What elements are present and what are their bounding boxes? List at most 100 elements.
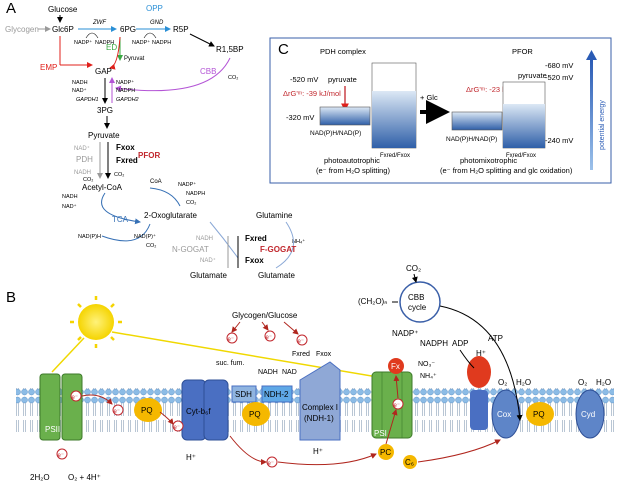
suc-fum: suc. fum. — [216, 360, 244, 367]
gnd-enzyme: GND — [150, 20, 164, 26]
coa: CoA — [150, 179, 162, 185]
pq-left — [134, 398, 162, 422]
emp-label: EMP — [40, 63, 57, 72]
nadp-2: NADP⁺ — [132, 39, 150, 46]
o2-1: O₂ — [498, 378, 507, 387]
mv520-left: -520 mV — [290, 75, 318, 84]
cyd-label: Cyd — [581, 410, 595, 419]
photoauto: photoautotrophic — [324, 156, 380, 165]
pq-left-label: PQ — [141, 406, 153, 415]
tca-label: TCA — [112, 215, 129, 224]
pq-right-label: PQ — [533, 410, 545, 419]
complexI-label-2: (NDH-1) — [304, 414, 334, 423]
cytb6f-label: Cyt-b₆f — [186, 407, 211, 416]
nadph-left: NAD(P)H/NAD(P) — [310, 130, 361, 137]
sdh-label: SDH — [235, 390, 252, 399]
fx-left: Fxred/Fxox — [380, 153, 410, 159]
ed-label: ED — [106, 43, 117, 52]
panel-a: A Glucose Glycogen Glc6P ZWF NADP⁺ NADPH… — [5, 0, 305, 280]
water-left: 2H₂O — [30, 473, 50, 482]
nadph-b: NADPH — [420, 339, 448, 348]
psii-label: PSII — [45, 425, 60, 434]
cytb6f-complex — [181, 379, 229, 441]
nadp-t: NADP⁺ — [178, 181, 196, 188]
tank-nadph-left — [319, 106, 371, 126]
cox-complex — [491, 389, 521, 439]
pc-carrier — [378, 444, 394, 460]
opp-label: OPP — [146, 4, 163, 13]
panel-a-label: A — [6, 0, 16, 17]
fxred-b: Fxred — [292, 351, 310, 358]
complexI-label-1: Complex I — [302, 403, 338, 412]
oxoglutarate: 2-Oxoglutarate — [144, 211, 197, 220]
electron-water: e⁻ — [58, 453, 65, 459]
panel-b: B PSII e⁻ PQ e⁻ — [6, 264, 614, 482]
nad-pdh: NAD⁺ — [74, 145, 90, 152]
mv240: -240 mV — [545, 136, 573, 145]
pdh-title: PDH complex — [320, 47, 366, 56]
panel-c-label: C — [278, 41, 289, 58]
psii-complex — [39, 373, 83, 441]
mv520-right: -520 mV — [545, 73, 573, 82]
mv680: -680 mV — [545, 61, 573, 70]
glucose: Glucose — [48, 5, 78, 14]
nadh-pdh: NADH — [74, 170, 91, 176]
gapdh2: GAPDH2 — [116, 97, 139, 103]
photomixo: photomixotrophic — [460, 156, 517, 165]
tank-nadph-right — [451, 111, 503, 131]
pdh-label: PDH — [76, 155, 93, 164]
dg-left: ΔrG'ᵐ: -39 kJ/mol — [283, 89, 341, 98]
fxred-2: Fxred — [245, 234, 267, 243]
electron-b2: e⁻ — [266, 335, 273, 341]
fx-label: Fx — [391, 362, 400, 371]
glutamine: Glutamine — [256, 211, 293, 220]
photoauto-sub: (e⁻ from H₂O splitting) — [316, 166, 390, 175]
fgogat-label: F-GOGAT — [260, 245, 296, 254]
co2-cbb: CO₂ — [228, 75, 238, 81]
cbb-cycle-1: CBB — [408, 293, 424, 302]
h2o-1: H₂O — [516, 378, 531, 387]
fxred-1: Fxred — [116, 156, 138, 165]
photomixo-sub: (e⁻ from H₂O splitting and glc oxidation… — [440, 166, 573, 175]
cyd-complex — [575, 389, 605, 439]
fxox-2: Fxox — [245, 256, 264, 265]
pyruvate-left: pyruvate — [328, 75, 357, 84]
hplus-2: H⁺ — [313, 447, 323, 456]
nad-b: NAD — [282, 369, 297, 376]
nadp-g2: NADP⁺ — [116, 79, 134, 86]
fxox-1: Fxox — [116, 143, 135, 152]
glycogen-glucose: Glycogen/Glucose — [232, 311, 298, 320]
nadh-b: NADH — [258, 369, 278, 376]
ndh2-complex — [261, 385, 293, 403]
pc-label: PC — [380, 448, 391, 457]
3pg: 3PG — [97, 106, 113, 115]
nadph-1: NADPH — [95, 40, 114, 46]
hplus-atp: H⁺ — [476, 349, 486, 358]
gapdh1: GAPDH1 — [76, 97, 99, 103]
pyruvate: Pyruvate — [88, 131, 120, 140]
nadh-n: NADH — [196, 236, 213, 242]
potential-energy-arrow — [590, 58, 593, 170]
electron-psi: e⁻ — [394, 403, 401, 409]
no3: NO₃⁻ — [418, 361, 435, 368]
cbb-cycle — [399, 281, 441, 323]
fx-right: Fxred/Fxox — [506, 153, 536, 159]
co2-2: CO₂ — [114, 172, 124, 178]
acetylcoa: Acetyl-CoA — [82, 183, 123, 192]
fx-cluster — [388, 358, 404, 374]
pq-right — [526, 402, 554, 426]
o2-2: O₂ — [578, 378, 587, 387]
nad-g1: NAD⁺ — [72, 87, 87, 94]
electron-bottom: e⁻ — [268, 461, 275, 467]
zwf-enzyme: ZWF — [92, 20, 106, 26]
glutamate-2: Glutamate — [258, 271, 295, 280]
co2-b: CO₂ — [406, 264, 421, 273]
pq-mid-label: PQ — [249, 410, 261, 419]
cbb-label: CBB — [200, 67, 216, 76]
r5p: R5P — [173, 25, 189, 34]
nadph-g2: NADPH — [116, 88, 135, 94]
fxox-b: Fxox — [316, 351, 332, 358]
co2-1: CO₂ — [83, 177, 93, 183]
dg-right: ΔrG'ᵐ: -23 kJ/mol — [466, 85, 524, 94]
